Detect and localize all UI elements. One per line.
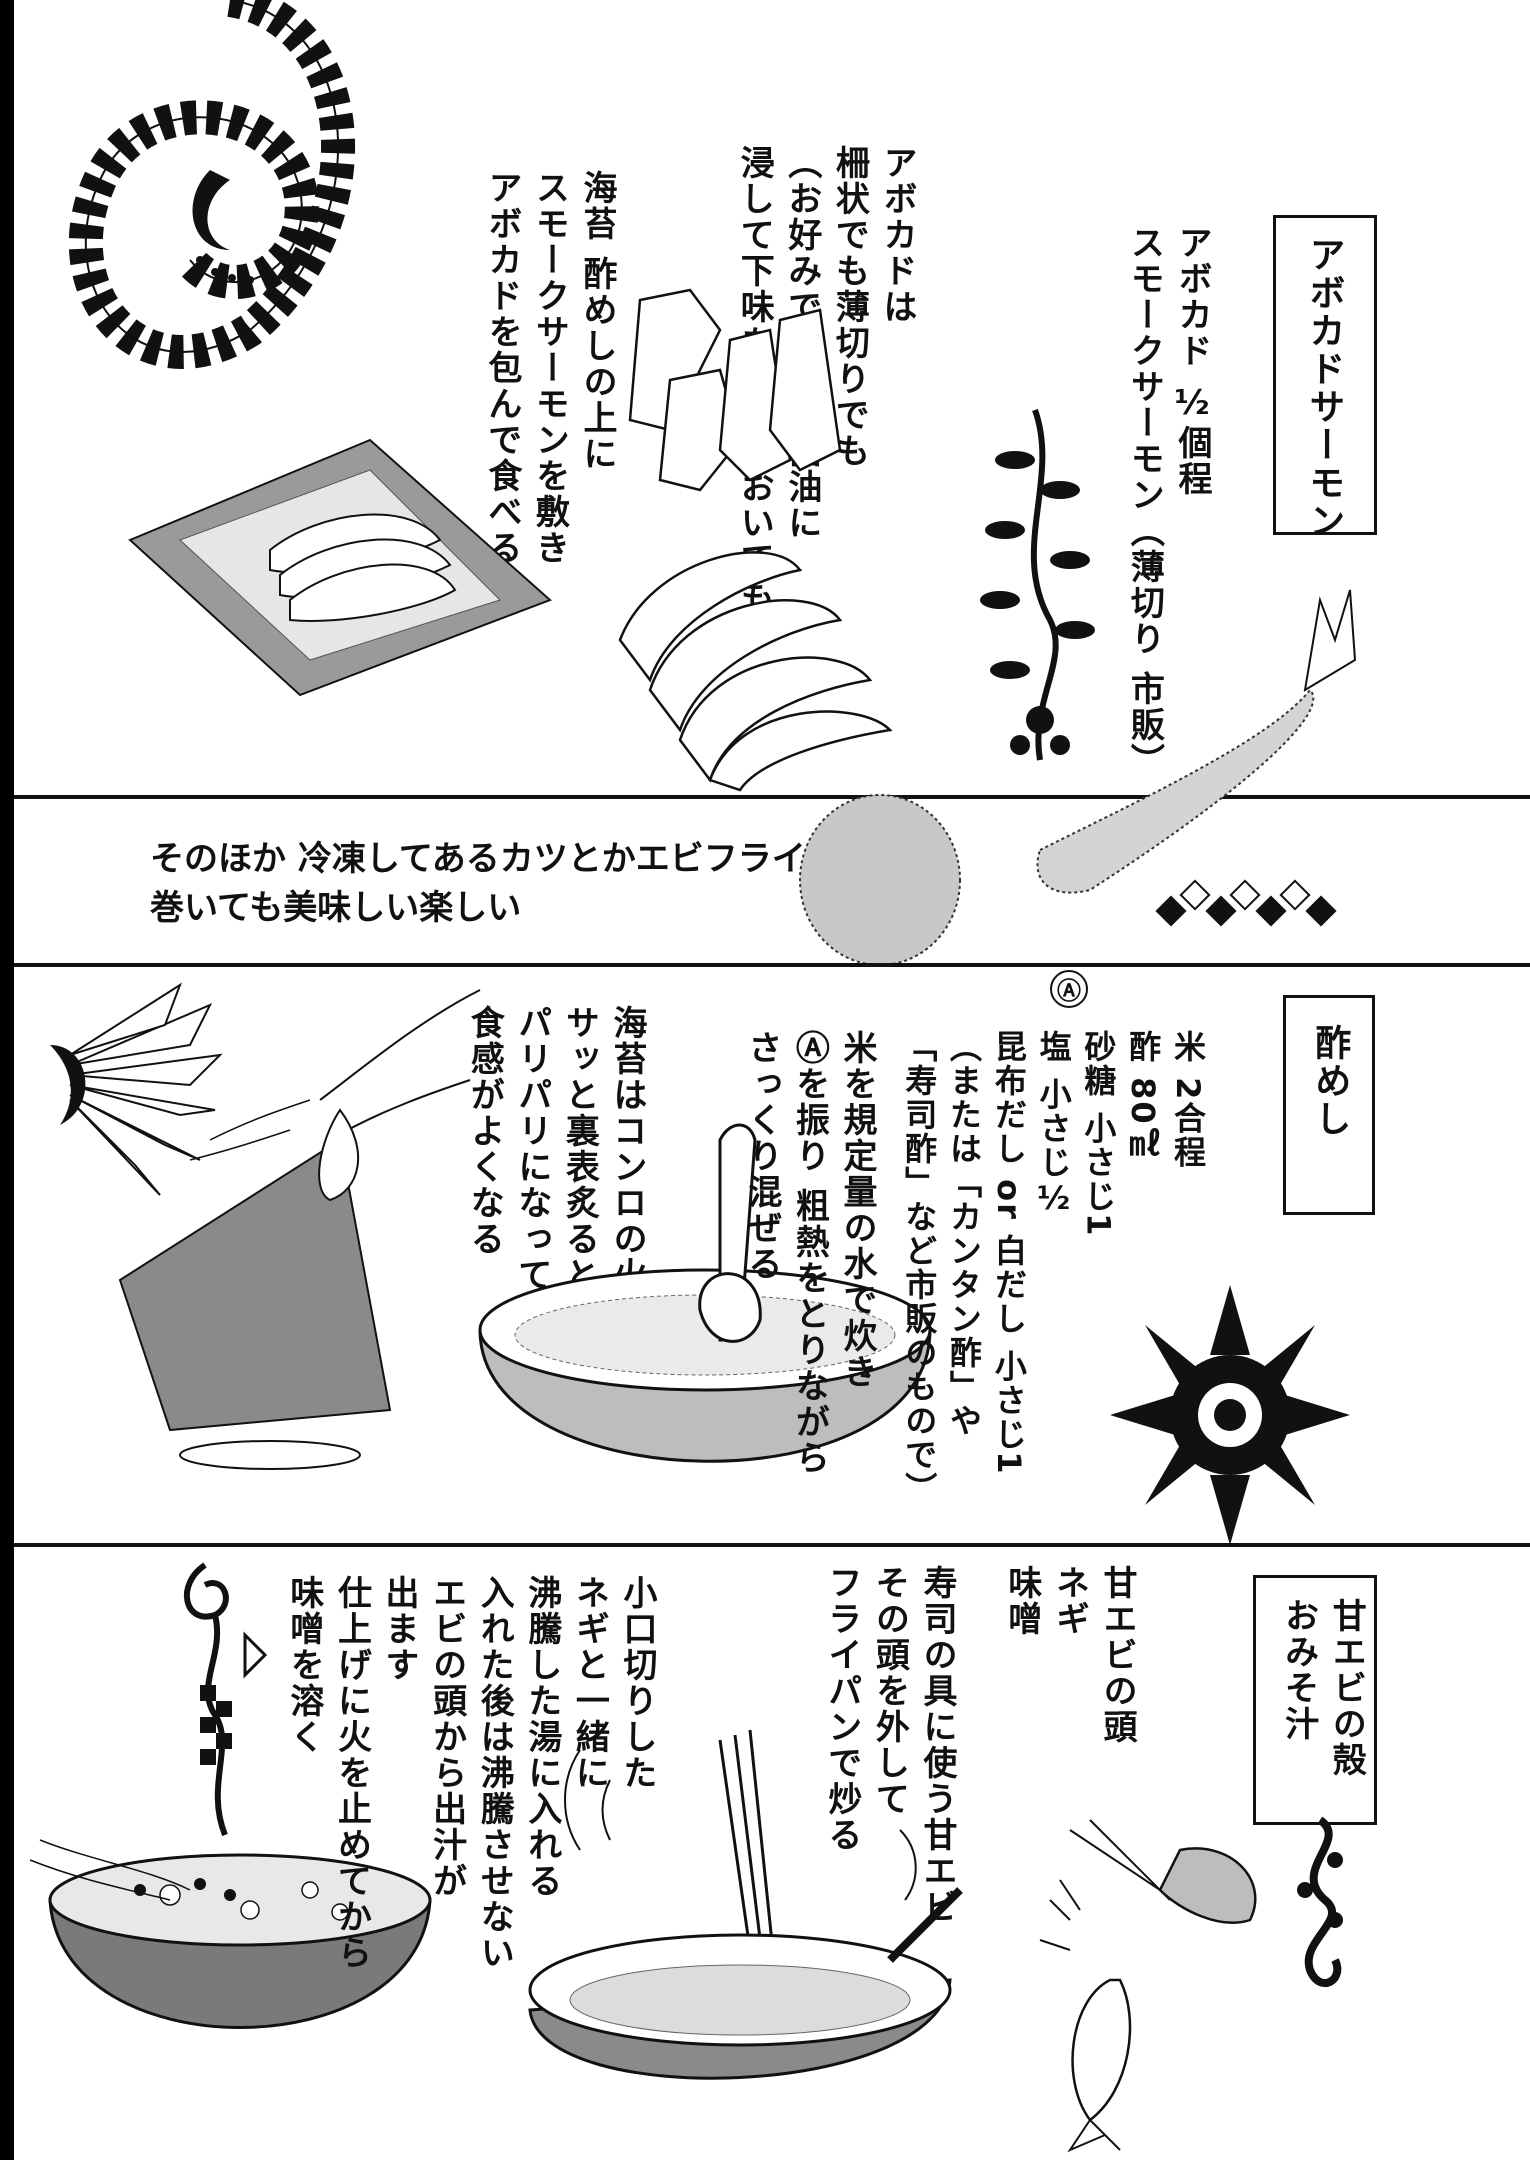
- left-border: [0, 0, 14, 2160]
- shrimp-illustration: [1039, 1819, 1257, 2153]
- nori-wrap-illustration: [128, 438, 552, 697]
- title-box: 酢めし: [1283, 995, 1375, 1215]
- chrysanthemum-left-ornament: [50, 982, 223, 1196]
- panel-divider: [14, 1543, 1530, 1547]
- panel-title: アボカドサーモン: [1303, 236, 1345, 540]
- panel-title: 酢めし: [1309, 1024, 1351, 1138]
- spiral-ornament: [68, 0, 355, 369]
- wrap-note: 海苔 酢めしの上に スモークサーモンを敷き アボカドを包んで食べる: [481, 170, 617, 566]
- fried-food-illustration: [799, 589, 1357, 966]
- fern-ornament: [980, 408, 1095, 761]
- nori-toasting-illustration: [118, 989, 481, 1470]
- other-fillings-text: そのほか 冷凍してあるカツとかエビフライを 巻いても美味しい楽しい: [150, 839, 840, 929]
- swirl-ornament: [184, 1562, 268, 1837]
- ingredients-list: アボカド ½個程 スモークサーモン（薄切り 市販）: [1124, 225, 1212, 779]
- panel-title: 甘エビの殻 おみそ汁: [1278, 1598, 1367, 1778]
- rice-note: 米を規定量の水で炊き Ⓐを振り 粗熱をとりながら さっくり混ぜる: [741, 1030, 877, 1476]
- title-box: アボカドサーモン: [1273, 215, 1377, 540]
- title-box: 甘エビの殻 おみそ汁: [1253, 1575, 1377, 1825]
- chrysanthemum-right-ornament: [1110, 1285, 1350, 1545]
- marker-a: Ⓐ: [1050, 970, 1088, 1008]
- panel-divider: [14, 795, 1530, 799]
- rice-bowl-illustration: [478, 1123, 932, 1463]
- avocado-illustration: [618, 288, 893, 792]
- tendril-ornament: [1297, 1816, 1343, 1987]
- rice-ingredients: 米 2合程 酢 80㎖ 砂糖 小さじ1 塩 小さじ½ 昆布だし or 白だし 小…: [900, 1030, 1207, 1506]
- soup-ingredients: 甘エビの頭 ネギ 味噌: [1001, 1565, 1137, 1745]
- frying-pan-illustration: [528, 1729, 963, 2080]
- boil-note: 小口切りした ネギと一緒に 沸騰した湯に入れる 入れた後は沸騰させない エビの頭…: [283, 1575, 657, 1971]
- fry-note: 寿司の具に使う甘エビ その頭を外して フライパンで炒る: [821, 1565, 957, 1925]
- miso-soup-bowl-illustration: [29, 1839, 432, 2029]
- panel-divider: [14, 963, 1530, 967]
